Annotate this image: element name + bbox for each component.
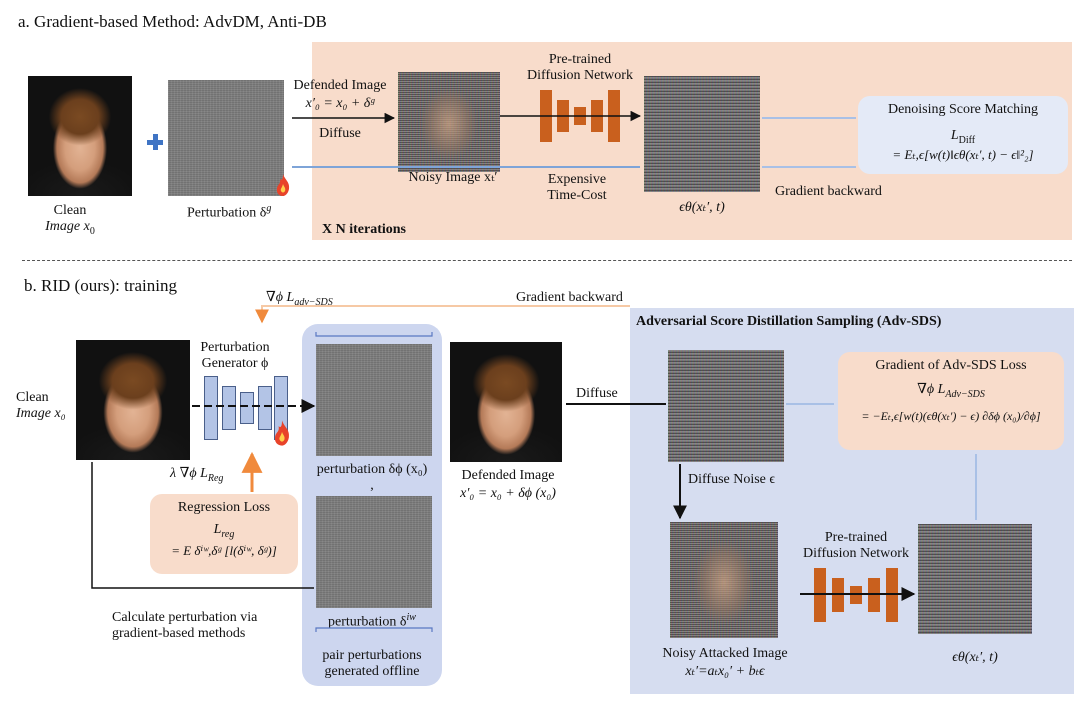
diffuse-noise-image	[668, 350, 784, 462]
noisy-image-a	[398, 72, 500, 172]
diffuse-label-b: Diffuse	[576, 386, 618, 401]
clean-face-image-a	[28, 76, 132, 196]
noise-output-a	[644, 76, 760, 192]
lambda-reg-label: λ ∇ϕ LReg	[170, 466, 224, 484]
section-b-title: b. RID (ours): training	[24, 276, 177, 295]
section-divider	[22, 260, 1072, 261]
adv-sds-title: Adversarial Score Distillation Sampling …	[636, 314, 942, 329]
regression-loss-box	[150, 494, 298, 574]
perturbation-phi-image	[316, 344, 432, 456]
defended-equation-b: x′₀ = x₀ + δϕ (x₀)	[460, 486, 556, 501]
defended-equation-a: x′₀ = x₀ + δᵍ	[305, 96, 375, 111]
dsm-title: Denoising Score Matching	[887, 102, 1039, 117]
perturbation-iw-image	[316, 496, 432, 608]
perturbation-image-a	[168, 80, 284, 196]
dsm-equation: = Eₜ,ϵ[w(t)‖ϵθ(xₜ′, t) − ϵ‖²₂]	[892, 147, 1034, 162]
diffuse-noise-label: Diffuse Noise ϵ	[688, 472, 776, 487]
grad-adv-sds-label: ∇ϕ Ladv−SDS	[266, 290, 333, 308]
defended-label-b: Defended Image	[461, 468, 555, 483]
fire-icon-b	[274, 420, 290, 446]
regression-loss-symbol: Lreg	[213, 522, 235, 540]
section-a-title: a. Gradient-based Method: AdvDM, Anti-DB	[18, 12, 327, 31]
comma-separator: ,	[370, 478, 374, 493]
defended-face-image-b	[450, 342, 562, 462]
iterations-label: X N iterations	[322, 222, 406, 237]
perturbation-phi-label: perturbation δϕ (x₀)	[316, 462, 428, 477]
perturbation-label-a: Perturbation δg	[187, 203, 272, 221]
adv-sds-gradient-symbol: ∇ϕ LAdv−SDS	[917, 382, 985, 400]
perturbation-generator	[200, 376, 290, 440]
regression-loss-equation: = E δⁱʷ,δᵍ [l(δⁱʷ, δᵍ)]	[171, 543, 277, 558]
regression-loss-title: Regression Loss	[177, 500, 271, 515]
adv-sds-gradient-box	[838, 352, 1064, 450]
dsm-loss: LDiff	[950, 128, 976, 146]
noisy-attacked-label: Noisy Attacked Image	[662, 646, 788, 661]
noisy-image-label-a: Noisy Image xₜ′	[408, 170, 498, 185]
fire-icon	[276, 174, 290, 196]
plus-icon	[147, 134, 163, 150]
eps-label-b: ϵθ(xₜ′, t)	[952, 650, 998, 665]
gradient-backward-b: Gradient backward	[516, 290, 623, 305]
perturbation-iw-label: perturbation δiw	[328, 612, 416, 630]
noisy-attacked-equation: xₜ′=aₜx₀′ + bₜϵ	[685, 664, 765, 679]
noise-output-b	[918, 524, 1032, 634]
adv-sds-gradient-equation: = −Eₜ,ϵ[w(t)(ϵθ(xₜ′) − ϵ) ∂δϕ (x₀)/∂ϕ]	[861, 409, 1041, 423]
eps-label-a: ϵθ(xₜ′, t)	[679, 200, 725, 215]
clean-face-image-b	[76, 340, 190, 460]
gradient-backward-a: Gradient backward	[775, 184, 882, 199]
clean-image-label-a: Clean Image x0	[45, 203, 95, 237]
diffuse-label-a: Diffuse	[319, 126, 361, 141]
adv-sds-gradient-title: Gradient of Adv-SDS Loss	[875, 358, 1027, 373]
noisy-attacked-image	[670, 522, 778, 638]
dsm-box	[858, 96, 1068, 174]
defended-image-label-a: Defended Image	[293, 78, 387, 93]
